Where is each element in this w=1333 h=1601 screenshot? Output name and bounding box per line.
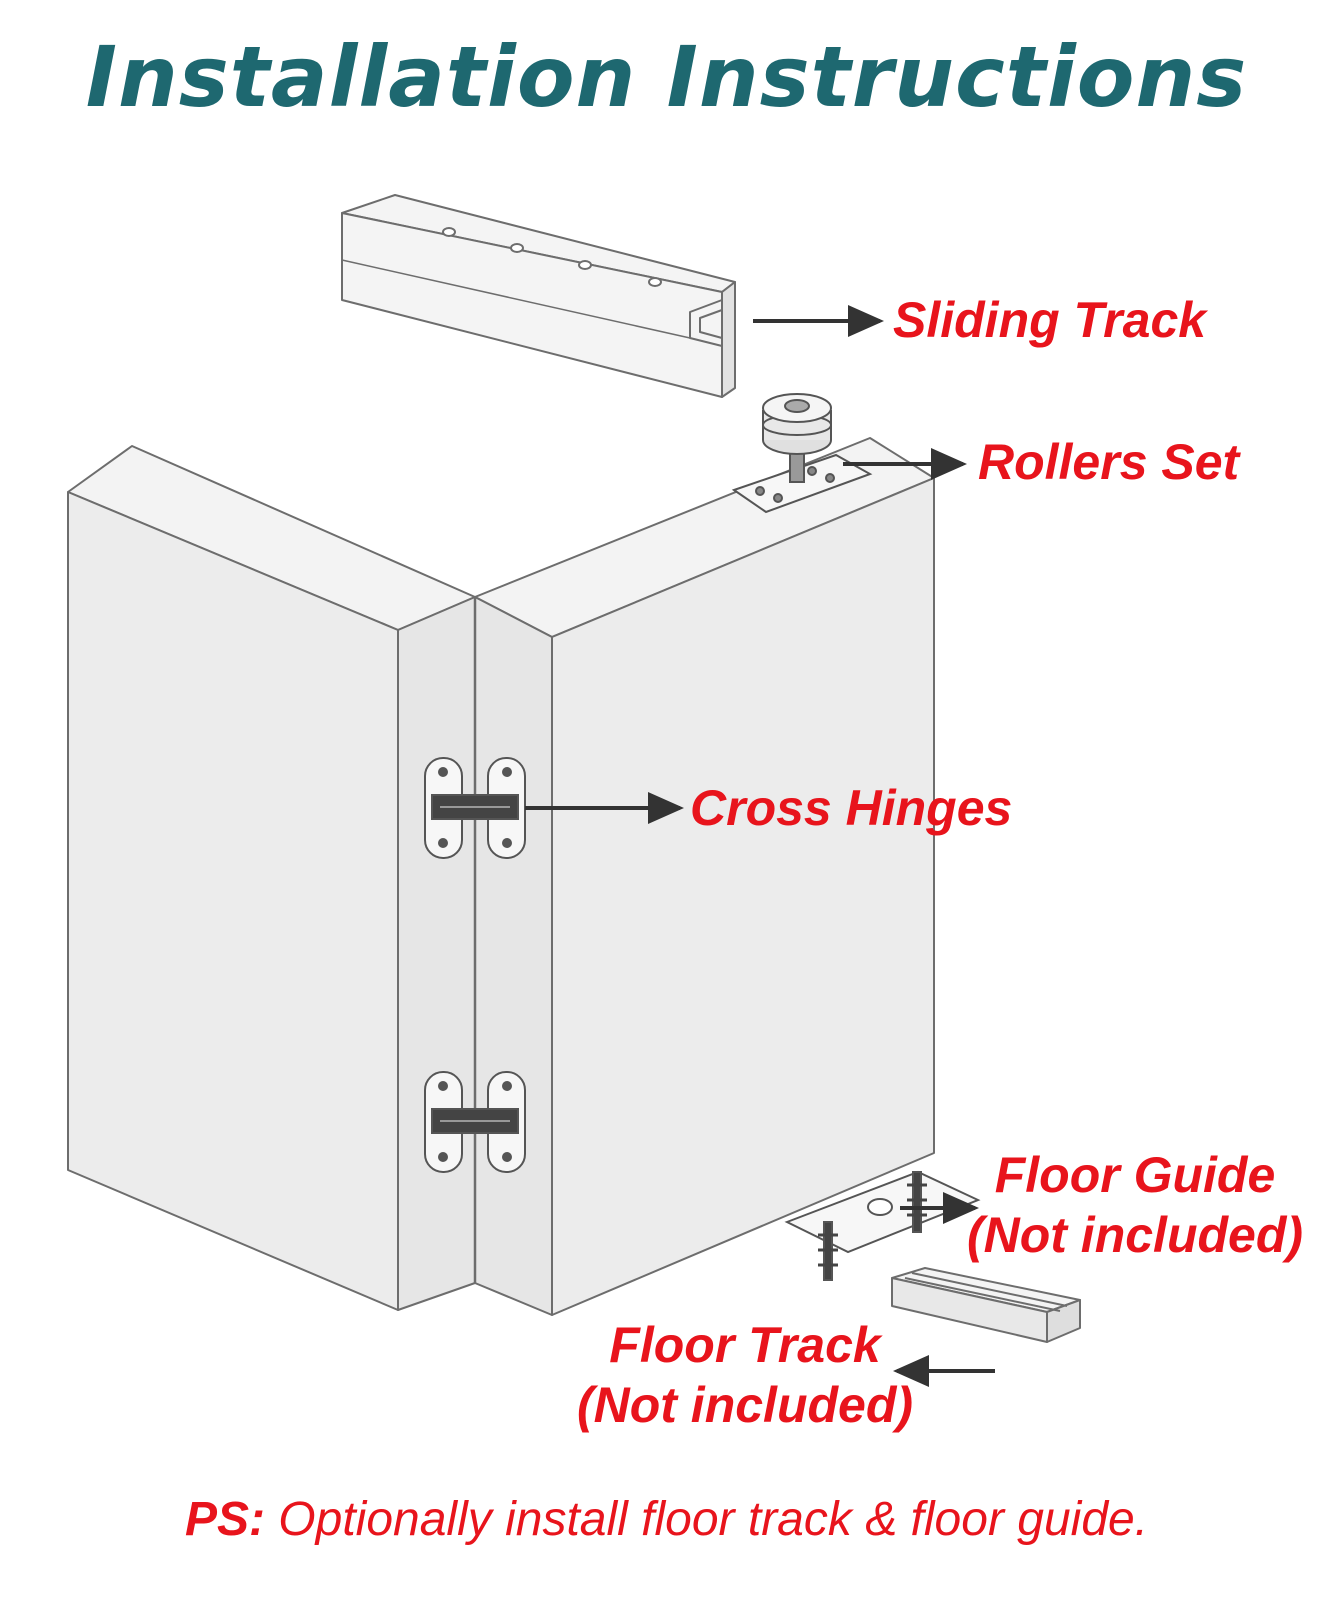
floor-guide-part [784,1170,981,1281]
cross-hinges-lower [424,1071,526,1173]
sliding-track-label: Sliding Track [893,292,1207,348]
floor-track-label-line1: Floor Track [609,1317,881,1373]
floor-guide-label-line2: (Not included) [966,1207,1304,1263]
rollers-set-label: Rollers Set [978,434,1240,490]
rollers-set-part [731,393,873,514]
floor-track-label: Floor Track (Not included) [560,1315,930,1435]
page-title: Installation Instructions [85,28,1248,126]
ps-note: PS: Optionally install floor track & flo… [0,1492,1333,1547]
floor-track-label-line2: (Not included) [576,1377,914,1433]
floor-track-part [891,1267,1081,1343]
cross-hinges-upper [424,757,526,859]
ps-note-prefix: PS: [184,1493,265,1546]
sliding-track-part [341,194,736,398]
floor-guide-label-line1: Floor Guide [994,1147,1276,1203]
cross-hinges-label: Cross Hinges [690,780,1013,836]
folding-door-panels [67,437,935,1316]
callout-arrows [525,305,995,1387]
ps-note-text: Optionally install floor track & floor g… [264,1493,1149,1546]
floor-guide-label: Floor Guide (Not included) [955,1145,1315,1265]
